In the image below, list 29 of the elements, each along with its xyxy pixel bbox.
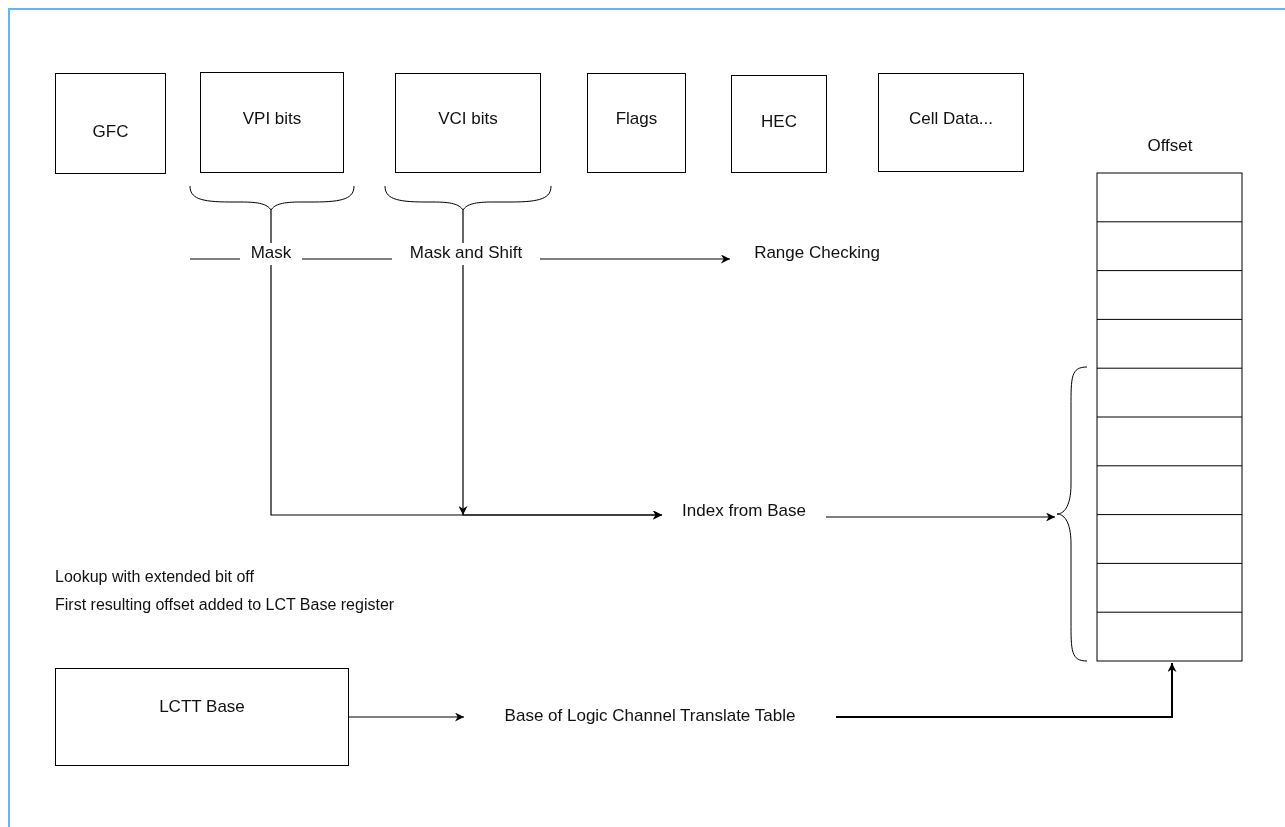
box-label: Flags [614,109,659,129]
process-box [55,73,166,174]
process-box [731,75,827,173]
process-box [395,73,541,173]
box-label: GFC [91,122,130,142]
arrow [539,254,731,264]
process-box [587,73,686,173]
process-box [200,72,344,173]
box-label: VPI bits [241,109,303,129]
connector-line [189,258,241,260]
arrow [825,512,1056,522]
step-label: Mask [249,243,293,263]
box-label: Cell Data... [907,109,995,129]
note-text: First resulting offset added to LCT Base register [55,596,395,614]
box-label: VCI bits [437,109,499,129]
connector-line [301,258,393,260]
process-box [878,73,1024,172]
step-label: Mask and Shift [408,243,524,263]
process-box [55,668,349,766]
step-label: Range Checking [753,243,881,263]
arrow [459,264,663,520]
box-label: HEC [760,112,798,132]
step-label: Index from Base [681,501,807,521]
box-label: LCTT Base [158,697,246,717]
note-text: Lookup with extended bit off [55,568,254,586]
step-label: Base of Logic Channel Translate Table [503,706,797,726]
arrow [348,712,465,722]
table-heading: Offset [1146,136,1194,156]
arrow [835,662,1177,718]
